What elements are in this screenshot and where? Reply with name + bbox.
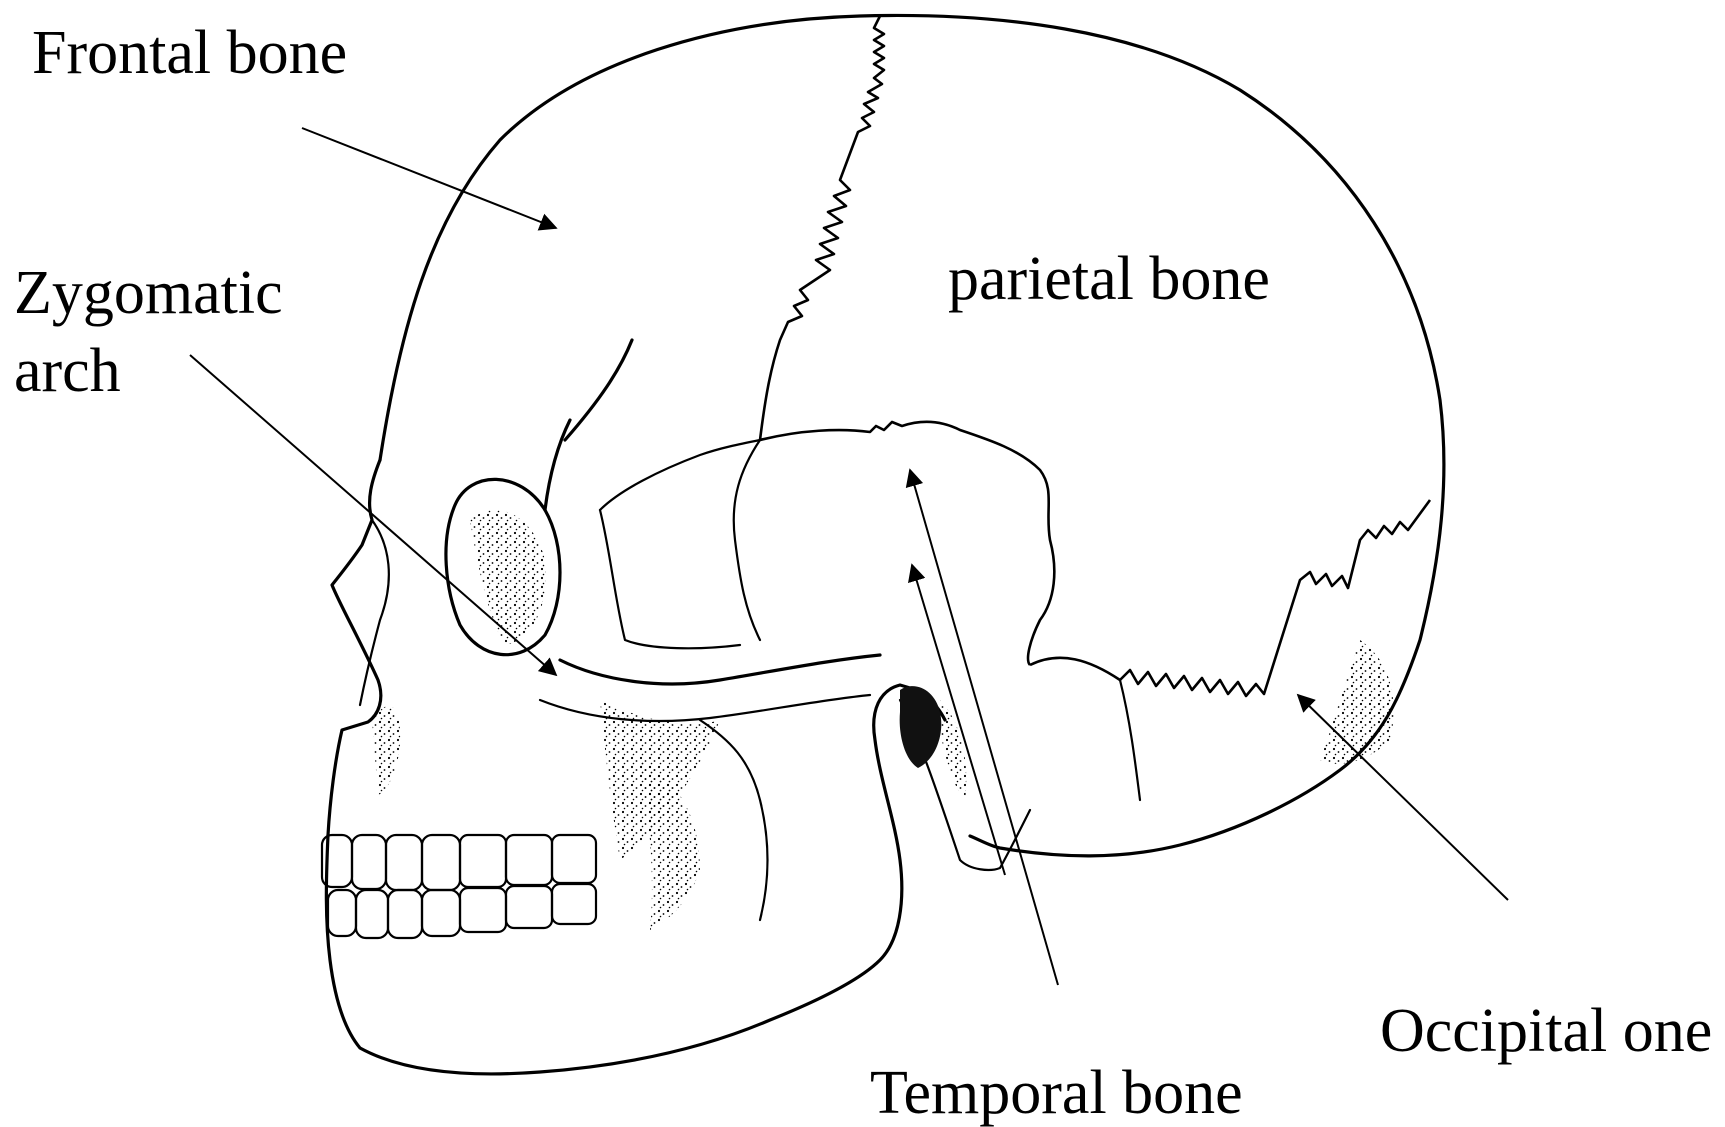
occipital-shading <box>1320 640 1394 764</box>
coronal-suture <box>760 16 884 440</box>
mandible-shading <box>640 760 700 930</box>
label-parietal-bone: parietal bone <box>948 248 1270 310</box>
brow-ridge-lower <box>545 420 570 510</box>
orbit-shading <box>470 510 546 645</box>
lower-teeth <box>328 884 596 938</box>
label-zygomatic: Zygomatic <box>14 262 283 324</box>
brow-ridge <box>565 340 632 440</box>
label-arch: arch <box>14 340 121 402</box>
zygomatic-arch <box>560 655 880 684</box>
upper-teeth <box>322 835 596 890</box>
temporal-bone-outline <box>760 422 1054 665</box>
label-temporal-bone: Temporal bone <box>870 1062 1243 1124</box>
label-occipital-bone: Occipital one <box>1380 1000 1712 1062</box>
ear-shading <box>940 700 966 800</box>
frontal-leader <box>302 128 556 228</box>
zygomatic-arch-lower <box>540 695 870 721</box>
label-frontal-bone: Frontal bone <box>32 22 347 84</box>
occipital-leader <box>1298 695 1508 900</box>
zygomatic-upper <box>600 510 740 648</box>
temporal-line <box>734 440 760 640</box>
ear-canal <box>900 686 942 768</box>
mandible-ramus <box>700 720 768 920</box>
nasal-shading <box>372 706 400 795</box>
nasal-bone <box>360 520 389 705</box>
occipital-detail <box>1120 680 1140 800</box>
